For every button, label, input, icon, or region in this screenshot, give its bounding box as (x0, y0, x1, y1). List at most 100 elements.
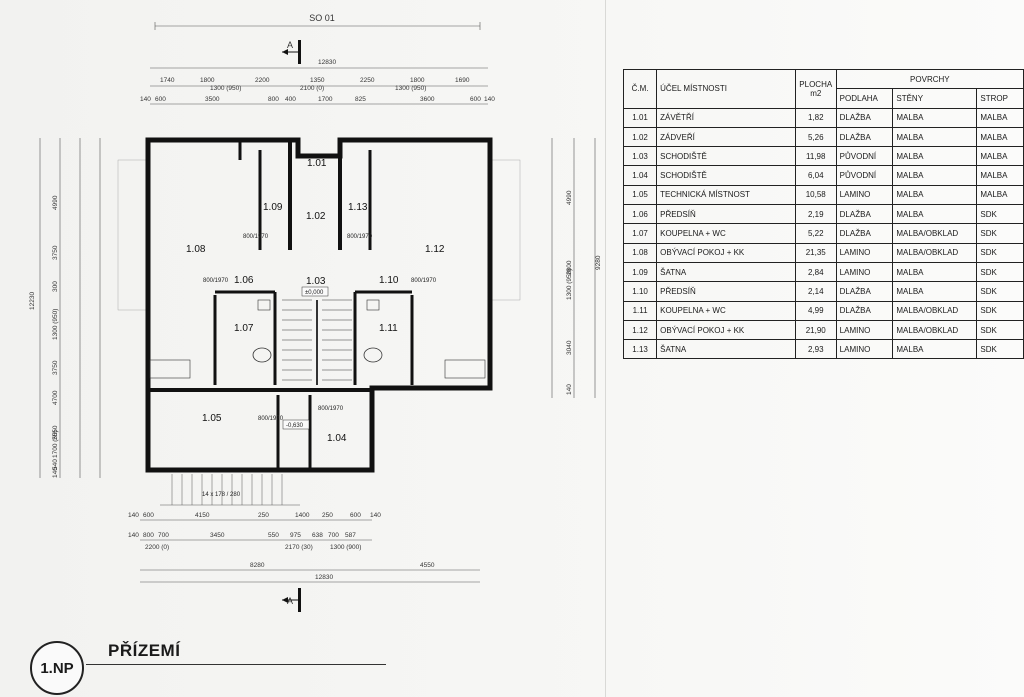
dim-top-row2-7: 3600 (420, 96, 435, 103)
cell-walls: MALBA (892, 107, 978, 128)
cell-floor: DLAŽBA (835, 126, 894, 148)
dim-bottom-row2-1: 800 (143, 532, 154, 539)
dim-left-row-8: 540 (52, 459, 59, 470)
room-label-1-12: 1.12 (425, 244, 445, 255)
cell-code: 1.10 (622, 281, 658, 302)
cell-walls: MALBA/OBKLAD (892, 223, 978, 244)
dim-right-row-2: 1300 (950) (566, 269, 573, 300)
level-low: -0,630 (286, 423, 304, 429)
dim-bottom-a: 8280 (250, 562, 265, 569)
cell-ceiling: MALBA (976, 107, 1024, 128)
col-header-area-label: PLOCHA (799, 79, 833, 89)
cell-code: 1.06 (622, 204, 658, 225)
dim-top-row1-2: 2200 (255, 77, 270, 84)
cell-use: PŘEDSÍŇ (656, 204, 796, 225)
room-label-1-01: 1.01 (307, 158, 327, 169)
cell-ceiling: SDK (976, 261, 1024, 283)
room-label-1-04: 1.04 (327, 433, 347, 444)
cell-ceiling: SDK (976, 281, 1024, 302)
cell-area: 21,90 (794, 319, 837, 341)
cell-ceiling: SDK (976, 339, 1024, 360)
cell-floor: DLAŽBA (835, 300, 894, 321)
sheet-fold-line (605, 0, 606, 697)
cell-floor: LAMINO (835, 319, 894, 341)
cell-ceiling: SDK (976, 300, 1024, 321)
col-header-walls: STĚNY (892, 88, 978, 109)
dim-bottom-row1-2: 4150 (195, 512, 210, 519)
cell-use: SCHODIŠTĚ (656, 165, 796, 186)
shower-left (252, 347, 272, 363)
floor-badge: 1.NP (30, 641, 84, 695)
cell-floor: DLAŽBA (835, 223, 894, 244)
washbasin-right (366, 299, 380, 311)
dim-bottom-row2-5: 975 (290, 532, 301, 539)
room-labels: 1.01 1.02 1.03 1.04 1.05 1.06 1.07 1.08 … (186, 158, 445, 444)
dim-top-row1-1: 1800 (200, 77, 215, 84)
dim-right-row-0: 4990 (566, 190, 573, 205)
dim-top-row1-sub-1: 2100 (0) (300, 85, 324, 92)
cell-area: 11,98 (794, 146, 837, 167)
kitchen-counter-right (444, 359, 486, 379)
dim-top-row2-0: 140 (140, 96, 151, 103)
dim-left-row-7: 1700 (50) (52, 430, 59, 458)
dim-bottom-row1-7: 140 (370, 512, 381, 519)
cell-use: KOUPELNA + WC (656, 223, 796, 244)
col-header-area-unit: m2 (810, 88, 822, 98)
dim-top-row2-8: 600 (470, 96, 481, 103)
dim-left-row-2: 300 (52, 281, 59, 292)
cell-floor: DLAŽBA (835, 281, 894, 302)
dim-left-row-6: 2550 (52, 425, 59, 440)
title-underline (86, 664, 386, 665)
cell-use: ŠATNA (656, 339, 796, 360)
section-cut-bottom (298, 588, 301, 612)
dim-top-total: 12830 (318, 59, 336, 66)
cell-walls: MALBA (892, 204, 978, 225)
dim-bottom-row1-6: 600 (350, 512, 361, 519)
door-label-2: 800/1970 (347, 234, 373, 240)
floor-title: PŘÍZEMÍ (108, 641, 181, 660)
room-label-1-06: 1.06 (234, 275, 254, 286)
room-label-1-11: 1.11 (379, 323, 398, 334)
cell-walls: MALBA (892, 339, 978, 360)
cell-use: OBÝVACÍ POKOJ + KK (656, 242, 796, 263)
cell-ceiling: SDK (976, 223, 1024, 244)
dim-right-total: 9280 (595, 255, 602, 270)
door-label-3: 800/1970 (203, 278, 229, 284)
top-dimensions: 12830 (150, 59, 488, 105)
col-header-code: Č.M. (622, 69, 658, 109)
cell-ceiling: MALBA (976, 184, 1024, 206)
cell-area: 2,84 (794, 261, 837, 283)
dim-right-row-1: 2800 (566, 260, 573, 275)
cell-area: 5,22 (794, 223, 837, 244)
dim-bottom-row1-0: 140 (128, 512, 139, 519)
cell-area: 2,14 (794, 281, 837, 302)
cell-floor: PŮVODNÍ (835, 165, 894, 186)
dim-top-row1-3: 1350 (310, 77, 325, 84)
room-label-1-02: 1.02 (306, 211, 326, 222)
dim-right-row-4: 140 (566, 384, 573, 395)
washbasin-left (257, 299, 271, 311)
dim-bottom-row1-3: 250 (258, 512, 269, 519)
dim-left-total: 12230 (29, 292, 36, 310)
cell-area: 21,35 (794, 242, 837, 263)
dim-right-row-3: 3040 (566, 340, 573, 355)
entrance-stairs (160, 474, 300, 506)
dim-bottom-total: 12830 (315, 574, 333, 581)
cell-code: 1.12 (622, 319, 658, 341)
cell-ceiling: SDK (976, 204, 1024, 225)
cell-area: 10,58 (794, 184, 837, 206)
cell-walls: MALBA (892, 146, 978, 167)
col-header-surfaces: POVRCHY (835, 68, 1024, 90)
cell-code: 1.01 (622, 107, 658, 128)
cell-walls: MALBA (892, 165, 978, 186)
door-label-4: 800/1970 (411, 278, 437, 284)
building-walls (145, 137, 493, 473)
